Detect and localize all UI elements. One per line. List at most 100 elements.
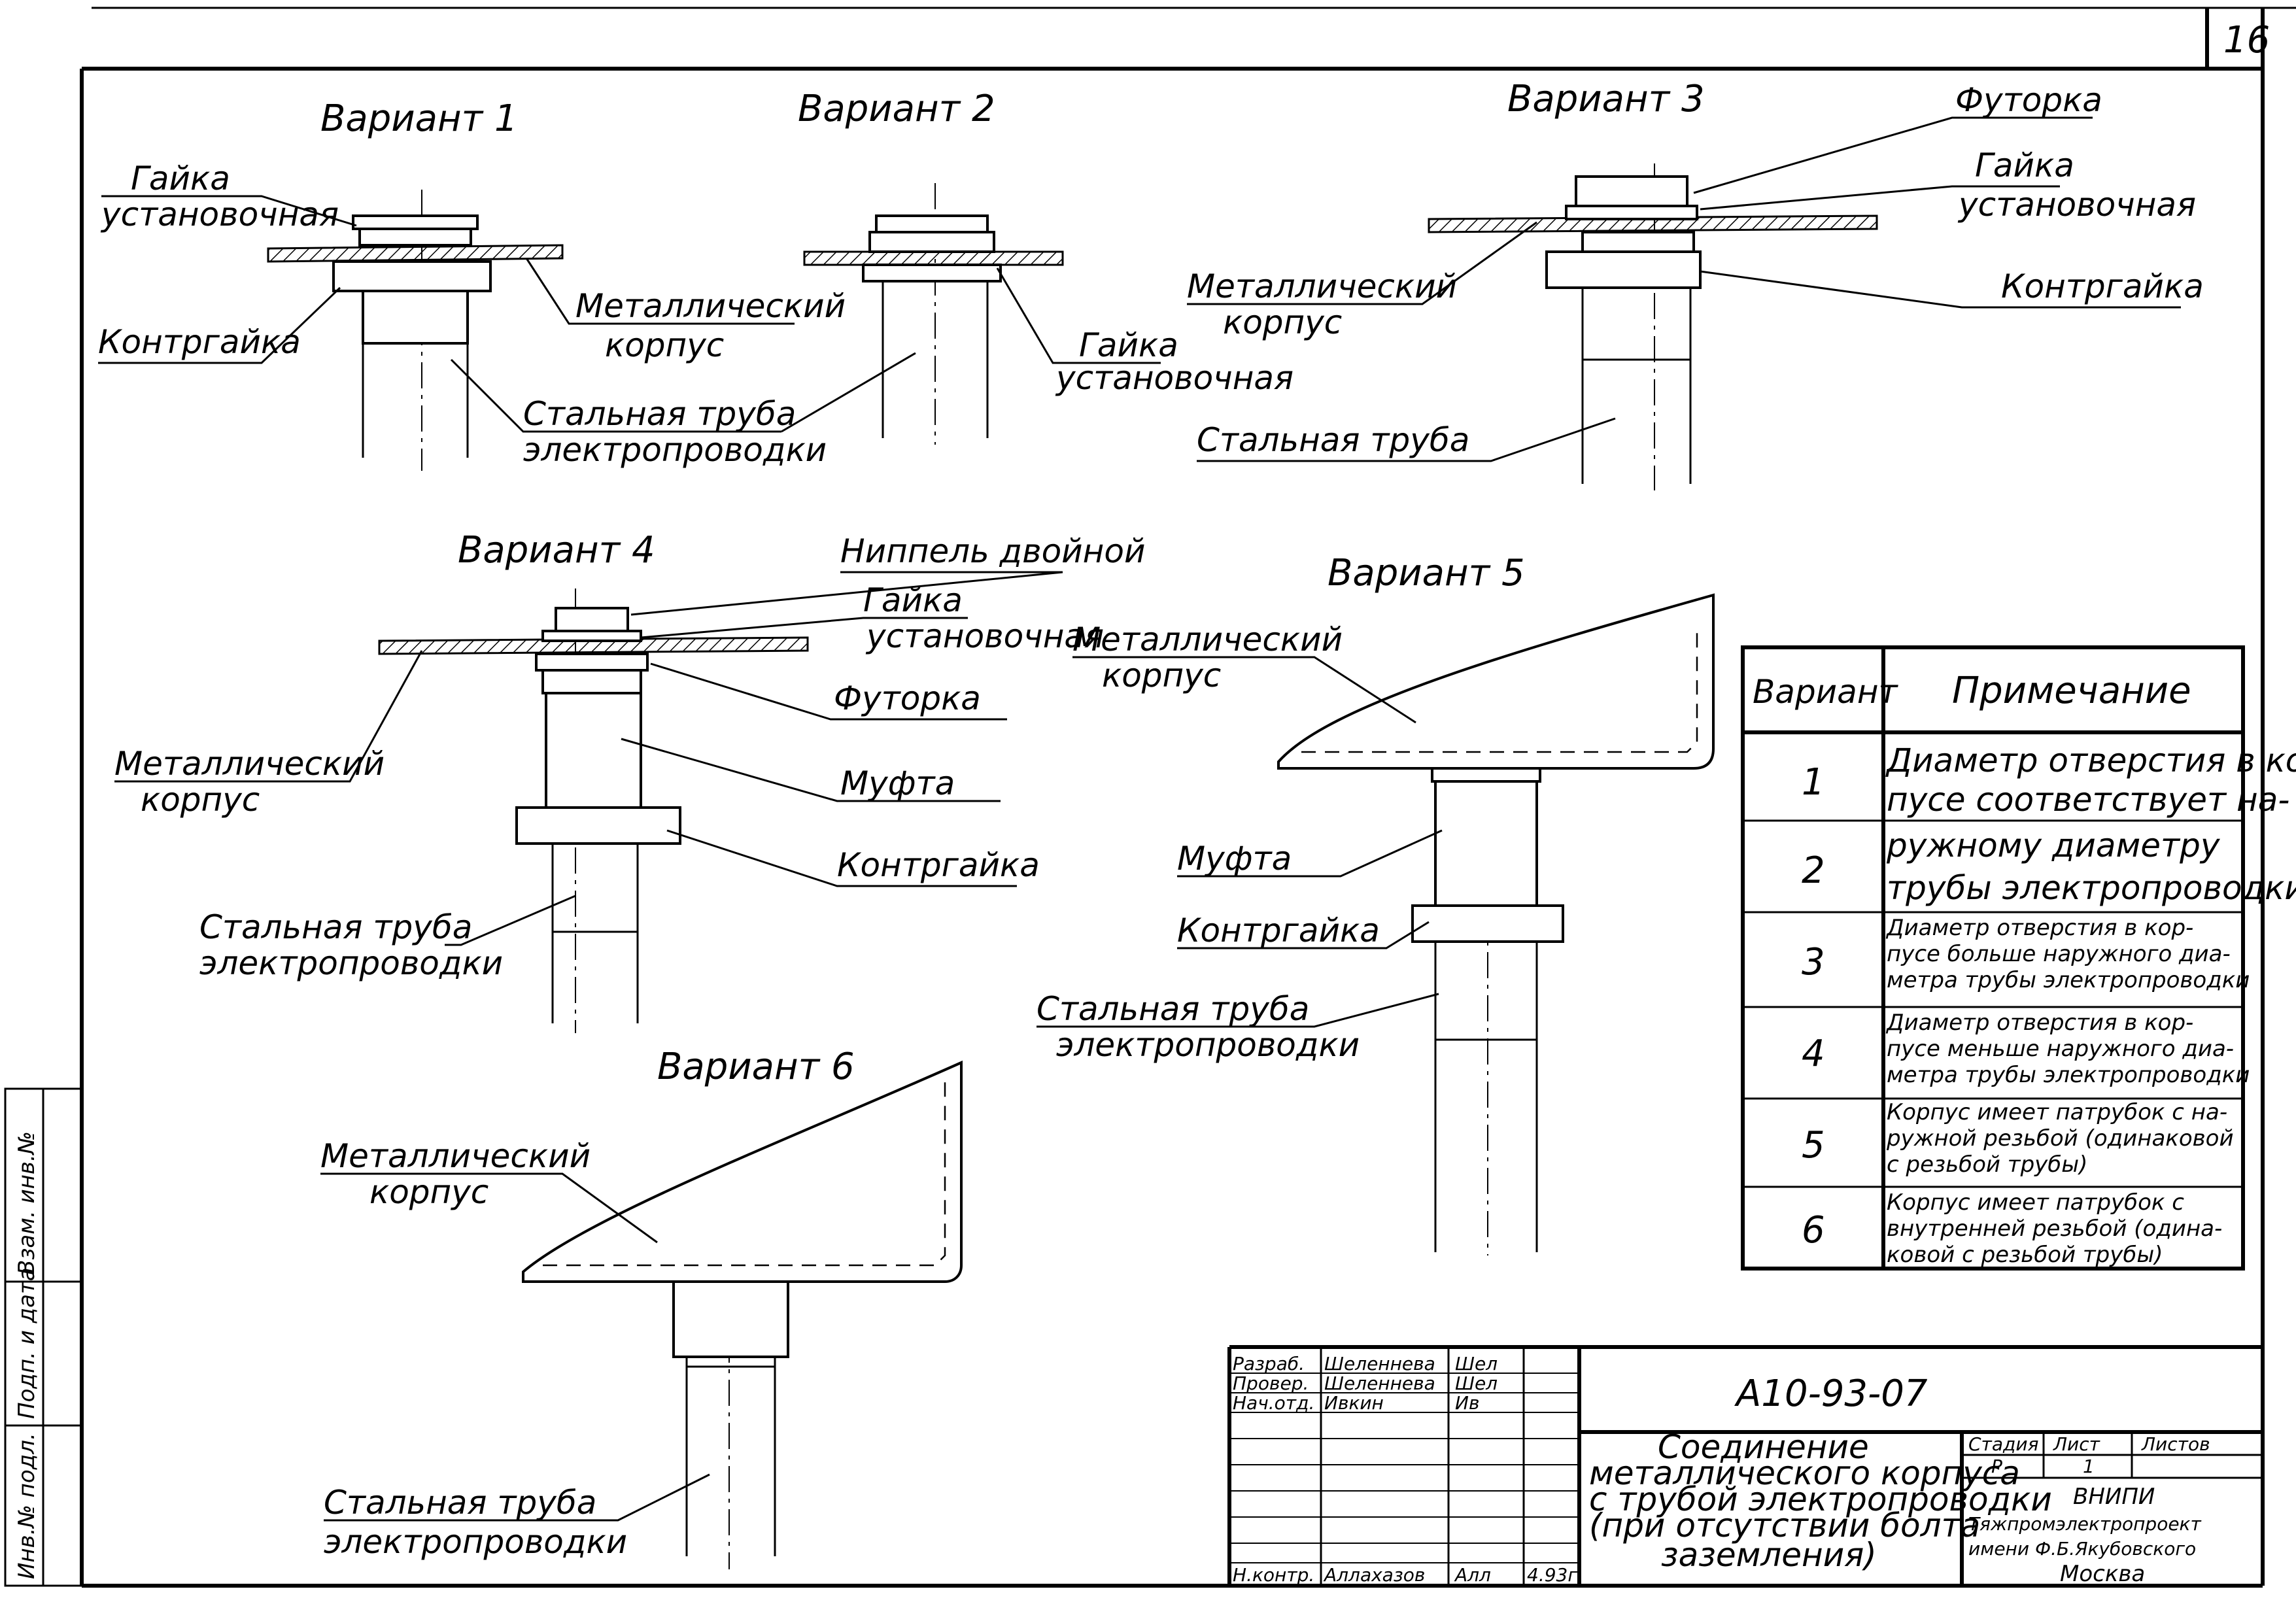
title-block: Разраб. Шеленнева Шел Провер. Шеленнева … <box>1227 1345 2263 1587</box>
notes_table-rows-0-note-0: Диаметр отверстия в кор- <box>1885 742 2296 779</box>
variants-v6-steel_pipe-0: Стальная труба <box>324 1484 596 1522</box>
title_block-signatures-3-role: Н.контр. <box>1233 1564 1314 1586</box>
variants-v5-locknut: Контргайка <box>1177 912 1380 949</box>
variant-3-title: Вариант 3 <box>1507 78 1705 120</box>
variant-5-drawing: Вариант 5 Металлический корпус Муфта Кон… <box>1037 552 1715 1255</box>
title_block-sheet_label: Лист <box>2053 1433 2100 1455</box>
variants-v4-bushing: Футорка <box>834 679 981 717</box>
variants-v4-nipple: Ниппель двойной <box>840 532 1145 570</box>
notes_table-rows-3-variant: 4 <box>1802 1032 1825 1075</box>
variants-v4-steel_pipe-0: Стальная труба <box>199 908 472 946</box>
notes-table: Вариант Примечание 1 Диаметр отверстия в… <box>1741 645 2296 1271</box>
variants-v4-steel_pipe-1: электропроводки <box>199 944 503 982</box>
notes_table-rows-5-note-1: внутренней резьбой (одина- <box>1887 1216 2222 1242</box>
variants-v5-metal_body-0: Металлический <box>1072 621 1343 658</box>
notes_table-rows-4-note-2: с резьбой трубы) <box>1887 1152 2087 1178</box>
title_block-title-0: Соединение <box>1658 1428 1869 1466</box>
variants-v6-metal_body-0: Металлический <box>320 1137 591 1175</box>
title_block-org-1: Тяжпромэлектропроект <box>1968 1513 2201 1535</box>
notes_table-rows-5-variant: 6 <box>1802 1209 1825 1252</box>
variants-v1-locknut: Контргайка <box>98 323 301 361</box>
title_block-signatures-1-name: Шеленнева <box>1324 1373 1435 1394</box>
title_block-signatures-3-date: 4.93г <box>1527 1564 1577 1586</box>
variants-v1-nut_install-0: Гайка <box>131 160 230 197</box>
title_block-stage_label: Стадия <box>1968 1433 2038 1455</box>
variant-4-drawing: Вариант 4 Ниппель двойной Гайка установо… <box>114 529 1145 1033</box>
variants-v4-nut_install-0: Гайка <box>863 581 963 619</box>
title_block-signatures-1-sign: Шел <box>1455 1373 1498 1394</box>
notes_table-rows-3-note-2: метра трубы электропроводки <box>1887 1062 2250 1088</box>
notes_table-rows-2-variant: 3 <box>1802 941 1825 983</box>
variants-v5-steel_pipe-1: электропроводки <box>1056 1026 1360 1064</box>
notes_table-rows-0-note-1: пусе соответствует на- <box>1887 781 2289 819</box>
title_block-signatures-0-role: Разраб. <box>1233 1353 1305 1374</box>
variants-v6-steel_pipe-1: электропроводки <box>324 1523 627 1561</box>
title_block-signatures-0-name: Шеленнева <box>1324 1353 1435 1374</box>
notes_table-rows-2-note-1: пусе больше наружного диа- <box>1887 941 2231 967</box>
notes_table-rows-4-note-1: ружной резьбой (одинаковой <box>1886 1125 2234 1152</box>
variants-v1-metal_body-1: корпус <box>605 326 724 364</box>
variants-v4-metal_body-0: Металлический <box>114 745 385 783</box>
variants-v2-nut_install-1: установочная <box>1055 359 1294 397</box>
variants-v5-metal_body-1: корпус <box>1102 657 1221 694</box>
variants-v3-locknut: Контргайка <box>2001 267 2204 305</box>
variant-4-title: Вариант 4 <box>458 529 655 572</box>
variant-2-title: Вариант 2 <box>798 88 995 130</box>
variants-v6-metal_body-1: корпус <box>369 1173 488 1211</box>
notes_table-rows-0-variant: 1 <box>1802 761 1825 804</box>
title_block-title-4: заземления) <box>1661 1536 1877 1574</box>
notes_table-rows-1-note-0: ружному диаметру <box>1886 827 2221 864</box>
side-stamp-inv: Инв.№ подл. <box>14 1433 40 1579</box>
variant-1-drawing: Вариант 1 Гайка установочная Контргайка … <box>98 97 846 471</box>
notes_table-rows-1-variant: 2 <box>1802 849 1825 892</box>
title_block-signatures-2-role: Нач.отд. <box>1233 1392 1314 1414</box>
title_block-title-3: (при отсутствии болта <box>1589 1507 1980 1544</box>
notes-header-variant: Вариант <box>1753 673 1899 711</box>
variants-v1-nut_install-1: установочная <box>100 196 339 233</box>
variants-v4-locknut: Контргайка <box>837 846 1040 884</box>
variant-3-drawing: Вариант 3 Футорка Гайка установочная Мет… <box>1187 78 2204 490</box>
title_block-signatures-3-name: Аллахазов <box>1323 1564 1425 1586</box>
variants-v3-bushing: Футорка <box>1955 81 2102 119</box>
side-stamp: Инв.№ подл. Подп. и дата Взам. инв.№ <box>4 1087 83 1587</box>
variants-v3-nut_install-1: установочная <box>1957 186 2196 224</box>
variants-v1-metal_body-0: Металлический <box>575 287 846 325</box>
variants-v4-metal_body-1: корпус <box>141 781 260 819</box>
title_block-title-1: металлического корпуса <box>1589 1454 2020 1492</box>
notes_table-rows-2-note-0: Диаметр отверстия в кор- <box>1885 915 2193 941</box>
variants-v1-steel_pipe-1: электропроводки <box>523 431 827 469</box>
notes-header-note: Примечание <box>1952 670 2191 712</box>
notes_table-rows-1-note-1: трубы электропроводки. <box>1887 869 2296 907</box>
variant-6-drawing: Вариант 6 Металлический корпус Стальная … <box>320 1046 963 1569</box>
title_block-signatures-3-sign: Алл <box>1454 1564 1491 1586</box>
variants-v3-metal_body-0: Металлический <box>1187 267 1457 305</box>
title_block-stage: Р <box>1991 1456 2002 1477</box>
title_block-sheet: 1 <box>2083 1456 2095 1477</box>
notes_table-rows-5-note-2: ковой с резьбой трубы) <box>1887 1242 2163 1268</box>
title_block-signatures-2-sign: Ив <box>1455 1392 1479 1414</box>
variant-5-title: Вариант 5 <box>1328 552 1525 594</box>
variants-v4-coupling: Муфта <box>840 764 955 802</box>
notes_table-rows-3-note-1: пусе меньше наружного диа- <box>1887 1036 2234 1062</box>
title_block-signatures-2-name: Ивкин <box>1324 1392 1384 1414</box>
title_block-sheets_label: Листов <box>2141 1433 2210 1455</box>
variants-v4-nut_install-1: установочная <box>865 617 1104 655</box>
notes_table-rows-5-note-0: Корпус имеет патрубок с <box>1887 1189 2184 1216</box>
variant-2-drawing: Вариант 2 Гайка установочная <box>781 88 1294 445</box>
sheet-number: 16 <box>2223 19 2270 61</box>
variants-v3-metal_body-1: корпус <box>1223 303 1342 341</box>
title_block-title-2: с трубой электропроводки <box>1589 1480 2052 1518</box>
document-code: А10-93-07 <box>1734 1373 1928 1415</box>
title_block-org-0: ВНИПИ <box>2073 1484 2155 1510</box>
side-stamp-replace: Взам. инв.№ <box>14 1131 40 1275</box>
title_block-signatures-1-role: Провер. <box>1233 1373 1309 1394</box>
sheet-frame <box>80 7 2296 1588</box>
title_block-org-3: Москва <box>2060 1561 2145 1587</box>
title_block-org-2: имени Ф.Б.Якубовского <box>1968 1538 2196 1560</box>
variants-v1-steel_pipe-0: Стальная труба <box>523 395 796 433</box>
notes_table-rows-4-variant: 5 <box>1802 1124 1825 1167</box>
variants-v5-coupling: Муфта <box>1177 840 1292 878</box>
side-stamp-sign: Подп. и дата <box>14 1267 40 1419</box>
title_block-signatures-0-sign: Шел <box>1455 1353 1498 1374</box>
